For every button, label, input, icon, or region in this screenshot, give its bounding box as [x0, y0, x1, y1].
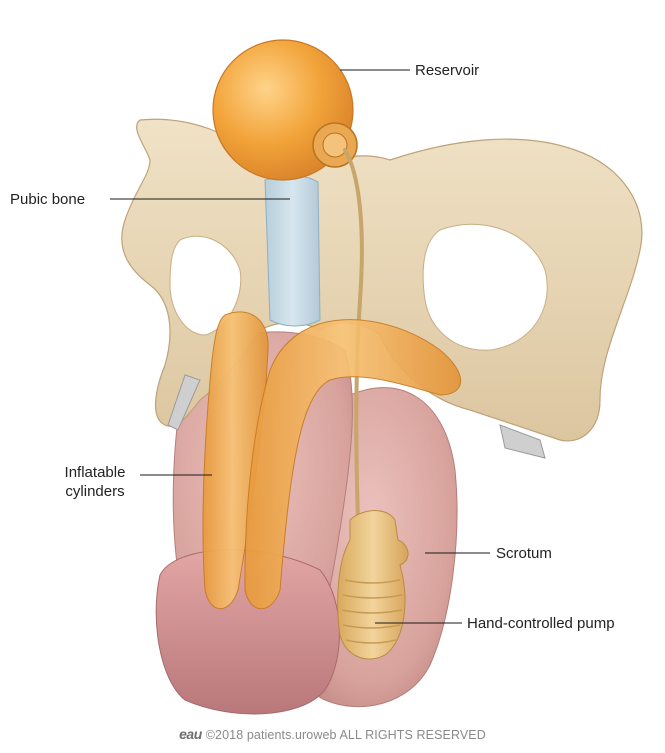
label-inflatable-cylinders-line2: cylinders	[65, 483, 124, 500]
label-scrotum: Scrotum	[496, 544, 552, 563]
label-reservoir: Reservoir	[415, 61, 479, 80]
pubic-symphysis	[265, 176, 320, 326]
eau-logo: eau	[179, 726, 202, 742]
copyright-text: ©2018 patients.uroweb ALL RIGHTS RESERVE…	[206, 728, 486, 742]
label-inflatable-cylinders: Inflatable cylinders	[50, 463, 140, 501]
copyright-footer: eau ©2018 patients.uroweb ALL RIGHTS RESE…	[0, 726, 665, 742]
label-hand-controlled-pump: Hand-controlled pump	[467, 614, 615, 633]
label-inflatable-cylinders-line1: Inflatable	[65, 464, 126, 481]
label-pubic-bone: Pubic bone	[10, 190, 85, 209]
